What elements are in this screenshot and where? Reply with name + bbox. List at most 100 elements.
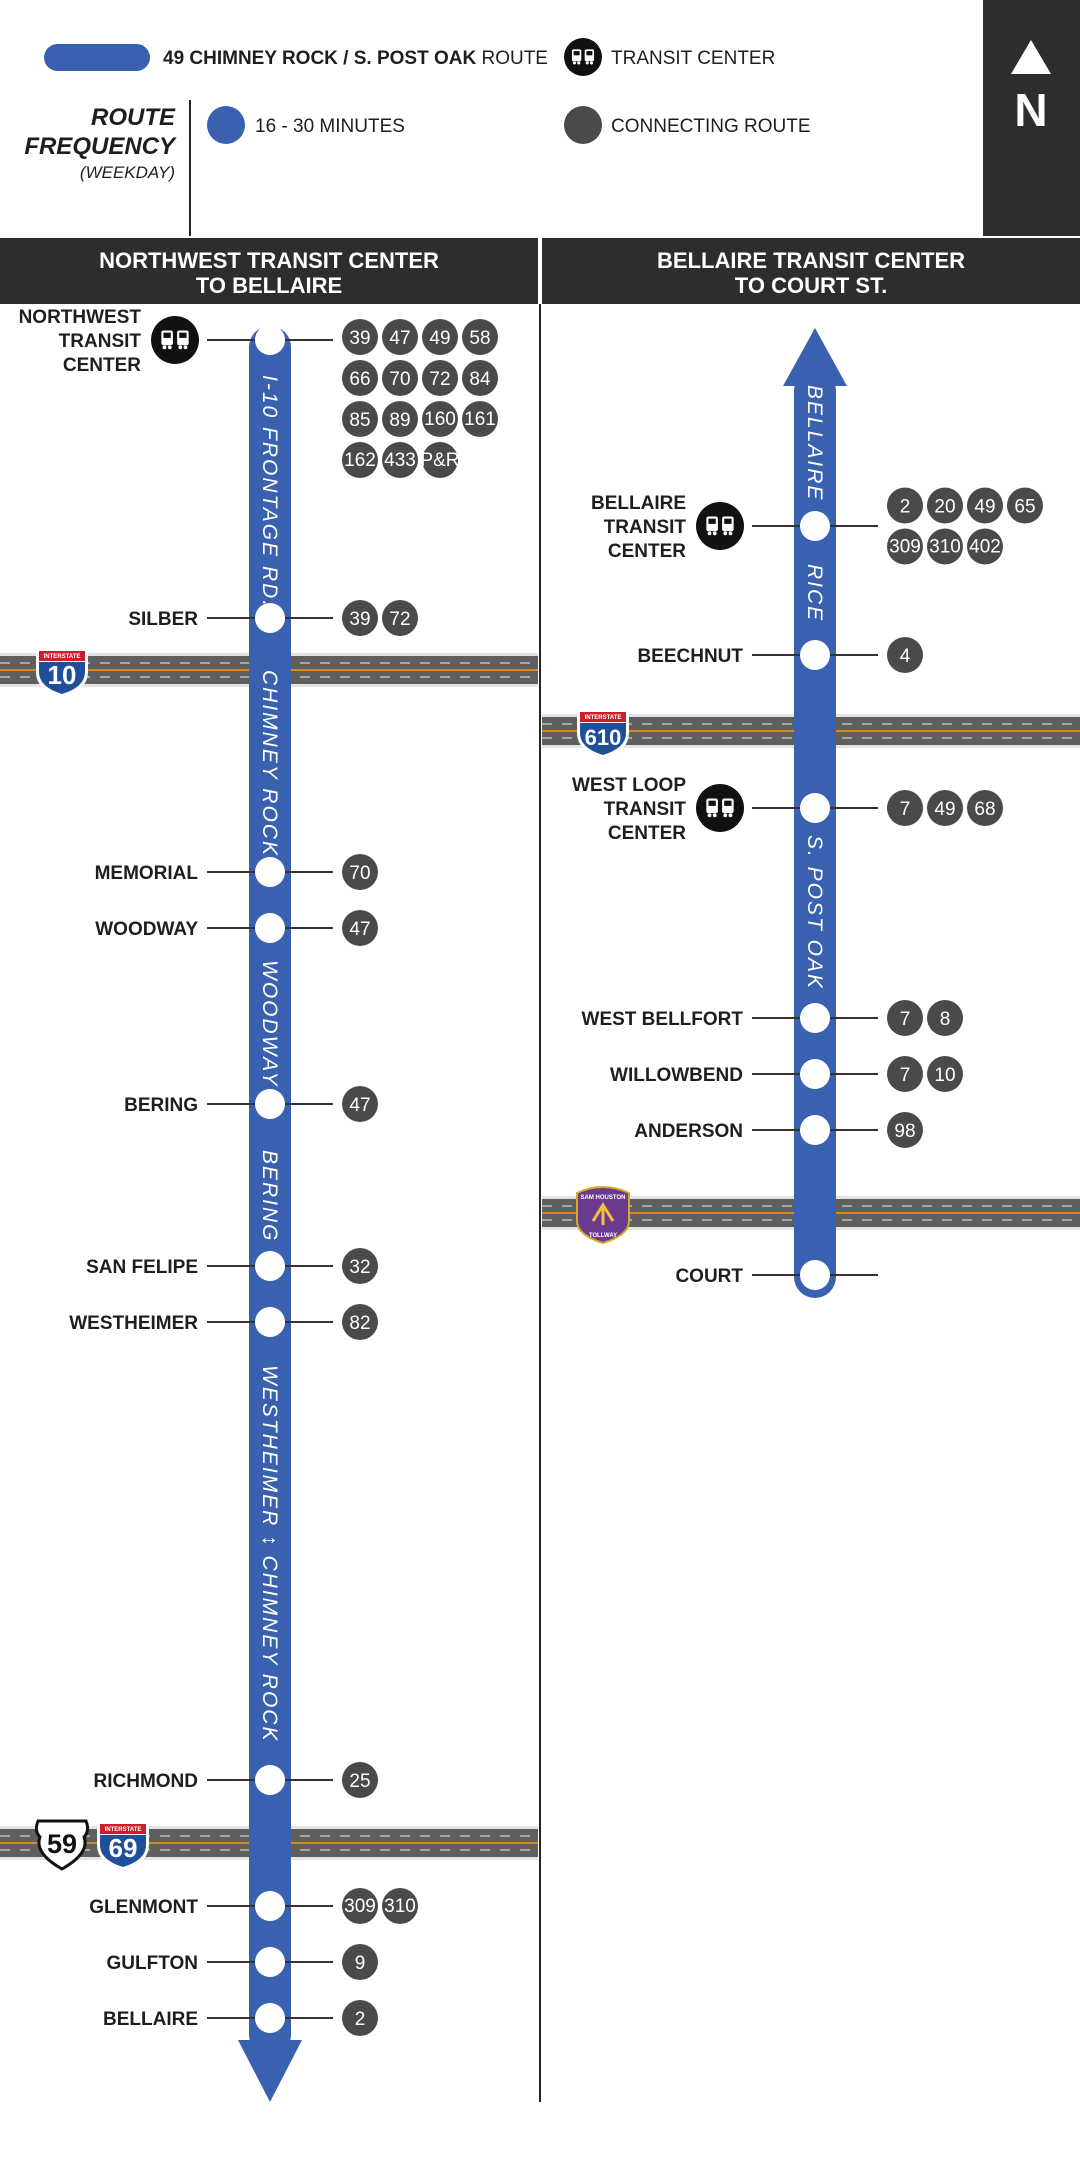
connecting-route-number: 49 — [934, 799, 955, 820]
shield-number: 69 — [109, 1833, 138, 1863]
shield-top-label: SAM HOUSTON — [581, 1195, 626, 1201]
connecting-route-number: 65 — [1014, 497, 1035, 518]
connecting-route-circle — [382, 401, 418, 437]
shield-outline — [34, 1819, 90, 1871]
stop-marker — [255, 1251, 285, 1281]
stop-marker — [255, 603, 285, 633]
connecting-route-circle — [462, 319, 498, 355]
connecting-route-circle — [927, 790, 963, 826]
shield-top — [580, 712, 626, 722]
shield-body — [39, 662, 85, 694]
stop-name: CENTER — [63, 355, 141, 376]
street-label: WESTHEIMER ↕ CHIMNEY ROCK — [258, 1365, 281, 1742]
connecting-route-circle — [342, 854, 378, 890]
stop-name: COURT — [675, 1266, 743, 1287]
stop-marker — [800, 1059, 830, 1089]
connecting-route-badge: 39 — [342, 600, 378, 636]
connecting-route-badge: 72 — [422, 360, 458, 396]
connecting-route-number: 310 — [929, 537, 961, 558]
connecting-route-badge: 70 — [382, 360, 418, 396]
connecting-route-badge: 25 — [342, 1762, 378, 1798]
route-arrow-down-icon — [238, 2040, 302, 2102]
connecting-route-number: 7 — [900, 799, 911, 820]
connecting-route-circle — [382, 600, 418, 636]
connecting-route-badge: 49 — [927, 790, 963, 826]
connecting-route-number: 9 — [355, 1953, 366, 1974]
tollway-emblem — [591, 1202, 615, 1225]
connecting-route-number: 20 — [934, 497, 955, 518]
stop-marker — [800, 1003, 830, 1033]
shield-top — [100, 1824, 146, 1834]
connecting-route-circle — [342, 1086, 378, 1122]
connecting-route-circle — [462, 360, 498, 396]
street-label: RICE — [803, 564, 826, 622]
connecting-route-number: 49 — [974, 497, 995, 518]
connecting-route-circle — [887, 1056, 923, 1092]
connecting-route-circle — [422, 401, 458, 437]
connecting-route-number: 98 — [894, 1121, 915, 1142]
connecting-route-circle — [382, 319, 418, 355]
stop-marker — [255, 1089, 285, 1119]
stop-marker — [255, 857, 285, 887]
street-label: BERING — [258, 1150, 281, 1243]
stop-marker — [255, 1947, 285, 1977]
stop-silber: SILBER 39 72 — [128, 600, 418, 636]
transit-center-icon — [696, 784, 744, 832]
connecting-route-number: 309 — [344, 1896, 376, 1917]
connecting-route-number: 2 — [900, 497, 911, 518]
stop-name: CENTER — [608, 541, 686, 562]
north-label: N — [1014, 84, 1047, 136]
connecting-route-badge: 68 — [967, 790, 1003, 826]
connecting-route-badge: 433 — [382, 442, 418, 478]
connecting-route-circle — [342, 319, 378, 355]
connecting-route-badge: 89 — [382, 401, 418, 437]
connecting-route-badge: 160 — [422, 401, 458, 437]
connecting-route-circle — [462, 401, 498, 437]
connecting-route-circle — [1007, 487, 1043, 524]
connecting-route-circle — [927, 1056, 963, 1092]
stop-name: TRANSIT — [604, 799, 687, 820]
connecting-route-circle — [927, 487, 963, 524]
connecting-route-badge: 161 — [462, 401, 498, 437]
connecting-route-badge: 8 — [927, 1000, 963, 1036]
stop-name: SILBER — [128, 609, 198, 630]
us-highway-shield-icon: 59 — [34, 1819, 90, 1871]
connecting-route-circle — [887, 1112, 923, 1148]
connecting-route-number: 72 — [389, 609, 410, 630]
connecting-route-circle — [967, 487, 1003, 524]
transit-center-circle — [696, 784, 744, 832]
connecting-route-badge: 2 — [342, 2000, 378, 2036]
route-arrow-up-icon — [783, 328, 847, 386]
connecting-route-badge: 70 — [342, 854, 378, 890]
connecting-route-swatch — [564, 106, 602, 144]
stop-marker — [255, 913, 285, 943]
connecting-route-badge: 39 — [342, 319, 378, 355]
header-left-bg — [0, 238, 538, 304]
connecting-route-badge: 310 — [927, 528, 963, 565]
connecting-route-number: 25 — [349, 1771, 370, 1792]
transit-center-circle — [151, 316, 199, 364]
connecting-route-badge: 49 — [967, 487, 1003, 524]
connecting-route-circle — [422, 319, 458, 355]
connecting-route-number: 7 — [900, 1065, 911, 1086]
connecting-route-circle — [887, 1000, 923, 1036]
header-left-line1: NORTHWEST TRANSIT CENTER — [99, 248, 439, 273]
shield-number: 610 — [585, 725, 622, 750]
stop-gulfton: GULFTON 9 — [107, 1944, 378, 1980]
stop-marker — [255, 2003, 285, 2033]
connecting-route-circle — [342, 600, 378, 636]
stop-name: WEST BELLFORT — [582, 1009, 744, 1030]
stop-name: GULFTON — [107, 1953, 198, 1974]
connecting-route-badge: 98 — [887, 1112, 923, 1148]
stop-name: WEST LOOP — [572, 775, 686, 796]
